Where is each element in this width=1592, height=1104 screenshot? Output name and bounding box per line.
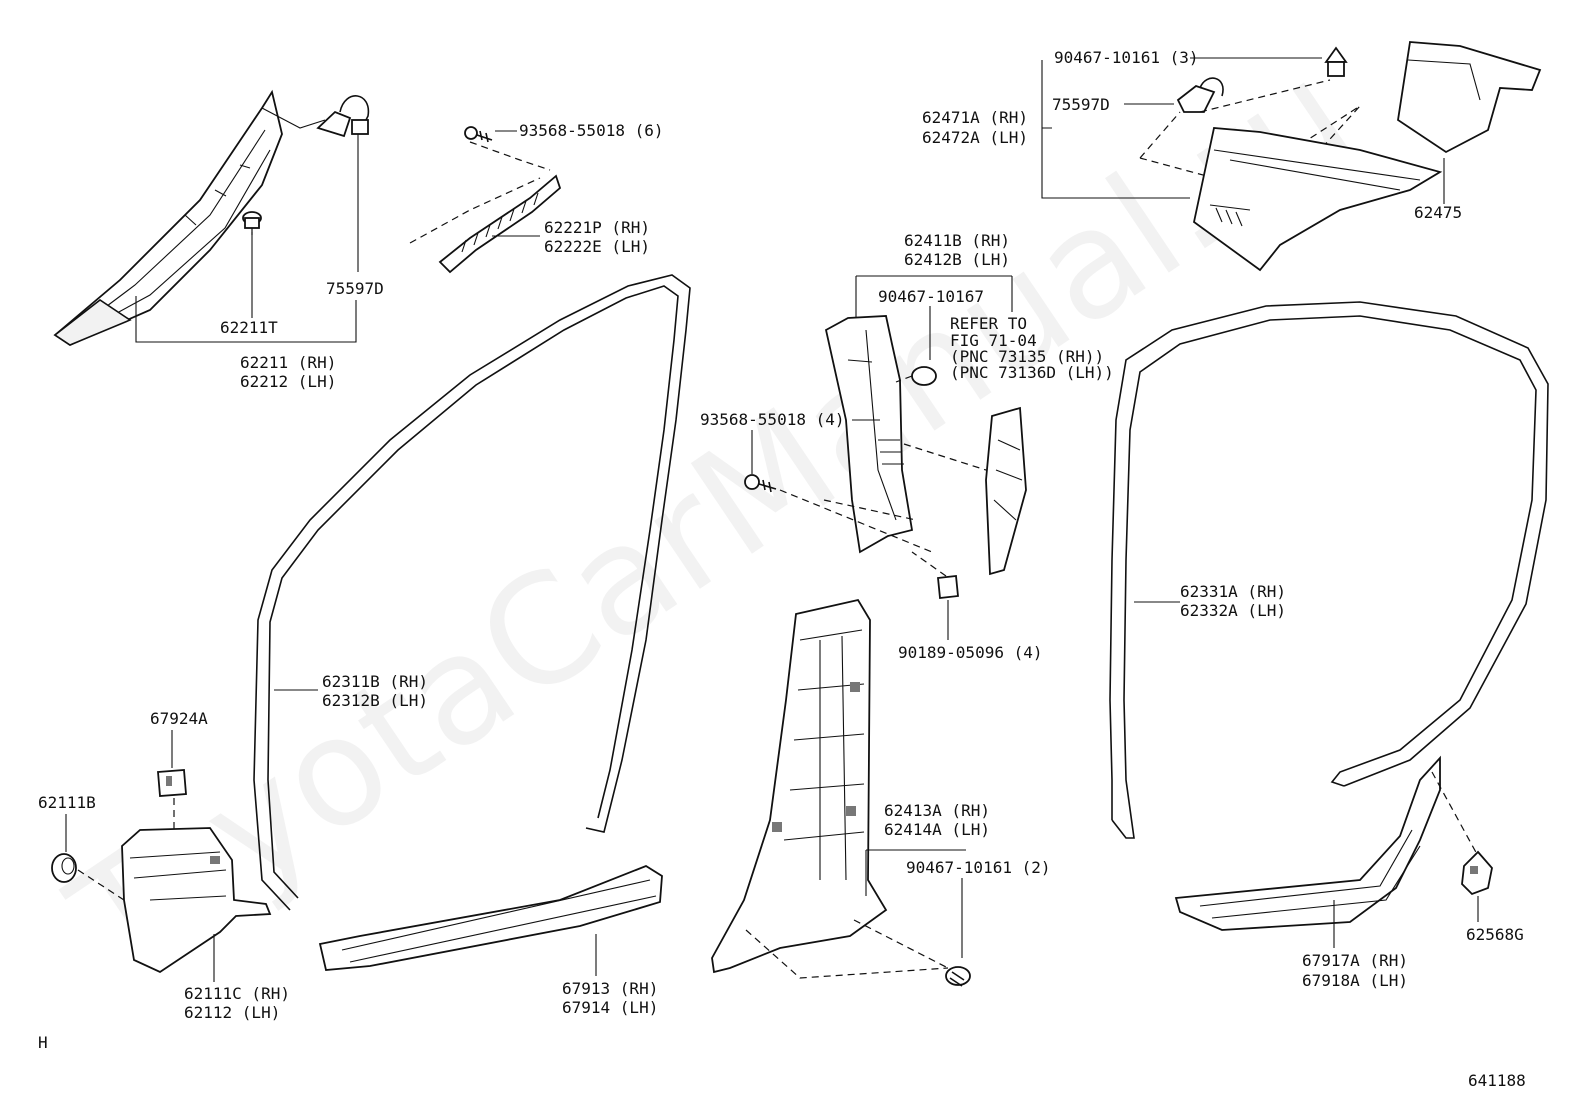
center-pillar-lower-garnish xyxy=(711,598,888,974)
label-62221P-rh: 62221P (RH) xyxy=(544,218,650,237)
front-door-weatherstrip xyxy=(253,274,691,911)
label-62211T: 62211T xyxy=(220,318,278,337)
label-67913-rh: 67913 (RH) xyxy=(562,979,658,998)
label-67914-lh: 67914 (LH) xyxy=(562,998,658,1017)
label-62472A-lh: 62472A (LH) xyxy=(922,128,1028,147)
label-75597D-b: 75597D xyxy=(1052,95,1110,114)
label-62112-lh: 62112 (LH) xyxy=(184,1003,280,1022)
label-93568-55018-4: 93568-55018 (4) xyxy=(700,410,845,429)
screw-93568-4 xyxy=(744,474,933,553)
clip-62568G xyxy=(1461,850,1493,896)
label-90189-05096-4: 90189-05096 (4) xyxy=(898,643,1043,662)
corner-label: H xyxy=(38,1033,48,1052)
a-pillar-garnish xyxy=(53,89,326,347)
rail-garnish xyxy=(438,174,562,274)
label-62568G: 62568G xyxy=(1466,925,1524,944)
rear-door-weatherstrip xyxy=(1109,301,1549,839)
label-62411B-rh: 62411B (RH) xyxy=(904,231,1010,250)
label-62413A-rh: 62413A (RH) xyxy=(884,801,990,820)
label-62471A-rh: 62471A (RH) xyxy=(922,108,1028,127)
trim-62475 xyxy=(1397,41,1542,154)
label-75597D-a: 75597D xyxy=(326,279,384,298)
rear-scuff-plate xyxy=(1174,755,1441,931)
seatbelt-anchor-cover xyxy=(903,406,1027,576)
label-62475: 62475 xyxy=(1414,203,1462,222)
label-62331A-rh: 62331A (RH) xyxy=(1180,582,1286,601)
clip-90467-3 xyxy=(1324,46,1348,77)
clip-90467-10167 xyxy=(895,366,937,386)
label-90467-10161-3: 90467-10161 (3) xyxy=(1054,48,1199,67)
label-62111B: 62111B xyxy=(38,793,96,812)
label-67917A-rh: 67917A (RH) xyxy=(1302,951,1408,970)
label-90467-10167: 90467-10167 xyxy=(878,287,984,306)
clip-90189 xyxy=(911,551,959,599)
refer-line-4: (PNC 73136D (LH)) xyxy=(950,363,1114,382)
label-62222E-lh: 62222E (LH) xyxy=(544,237,650,256)
cowl-side-trim xyxy=(121,827,272,974)
label-62312B-lh: 62312B (LH) xyxy=(322,691,428,710)
clip-75597D-b xyxy=(1176,77,1224,113)
clip-90467-2 xyxy=(945,966,971,987)
clip-62111B xyxy=(51,853,125,901)
wire-harness-clip xyxy=(316,95,370,138)
refer-line-1: REFER TO xyxy=(950,314,1027,333)
label-62212-lh: 62212 (LH) xyxy=(240,372,336,391)
refer-line-2: FIG 71-04 xyxy=(950,331,1037,350)
label-62332A-lh: 62332A (LH) xyxy=(1180,601,1286,620)
clip-67924A xyxy=(157,769,187,797)
label-62311B-rh: 62311B (RH) xyxy=(322,672,428,691)
label-62211-rh: 62211 (RH) xyxy=(240,353,336,372)
roof-side-garnish xyxy=(1192,127,1443,272)
figure-number: 641188 xyxy=(1468,1071,1526,1090)
screw-93568-6 xyxy=(464,126,493,143)
center-pillar-upper-garnish xyxy=(824,315,914,554)
label-93568-55018-6: 93568-55018 (6) xyxy=(519,121,664,140)
clip-62211T xyxy=(242,211,262,240)
label-62414A-lh: 62414A (LH) xyxy=(884,820,990,839)
label-62412B-lh: 62412B (LH) xyxy=(904,250,1010,269)
label-62111C-rh: 62111C (RH) xyxy=(184,984,290,1003)
label-90467-10161-2: 90467-10161 (2) xyxy=(906,858,1051,877)
refer-line-3: (PNC 73135 (RH)) xyxy=(950,347,1104,366)
label-67918A-lh: 67918A (LH) xyxy=(1302,971,1408,990)
label-67924A: 67924A xyxy=(150,709,208,728)
front-scuff-plate xyxy=(318,864,663,971)
